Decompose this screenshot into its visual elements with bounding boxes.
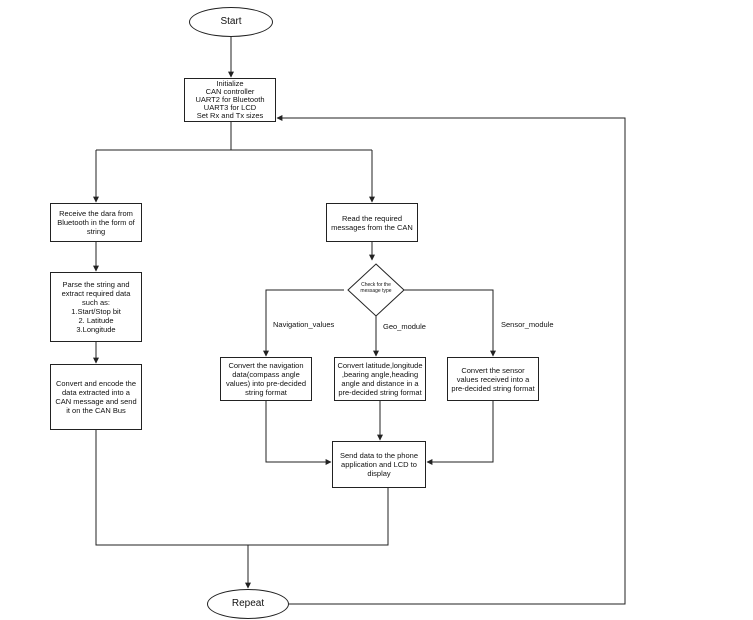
send-line: Send data to the phone <box>340 451 418 460</box>
convert-navigation-box: Convert the navigation data(compass angl… <box>220 357 312 401</box>
parse-line: 3.Longitude <box>76 325 116 334</box>
edge-check-nav <box>263 289 344 357</box>
geo-line: pre-decided string format <box>338 388 422 397</box>
geo-line: angle and distance in a <box>341 379 419 388</box>
receive-bluetooth-box: Receive the dara from Bluetooth in the f… <box>50 203 142 242</box>
label-navigation-values: Navigation_values <box>273 320 335 329</box>
check-line: Check for the <box>361 282 391 288</box>
repeat-node: Repeat <box>207 589 289 619</box>
nav-line: values) into pre-decided <box>225 379 307 388</box>
edge-check-sensor <box>404 289 496 357</box>
check-line: message type <box>360 287 392 294</box>
decision-diamond <box>347 263 405 317</box>
nav-line: Convert the navigation <box>228 361 304 370</box>
geo-line: Convert latitude,longitude <box>337 361 423 370</box>
geo-line: ,bearing angle,heading <box>341 370 419 379</box>
send-line: application and LCD to <box>341 460 417 469</box>
init-line: UART2 for Bluetooth <box>195 95 265 105</box>
init-line: Initialize <box>216 79 244 89</box>
receive-line: Bluetooth in the form of <box>57 218 135 227</box>
send-line: display <box>367 469 391 478</box>
encode-line: CAN message and send <box>55 397 137 406</box>
init-line: CAN controller <box>205 87 255 97</box>
sensor-line: Convert the sensor <box>461 365 525 375</box>
edge-nav-send <box>265 401 332 465</box>
check-message-type: Check for the message type <box>350 282 402 295</box>
start-node: Start <box>189 7 273 37</box>
edge-send-merge <box>248 488 389 546</box>
parse-string-box: Parse the string and extract required da… <box>50 272 142 342</box>
convert-geo-box: Convert latitude,longitude ,bearing angl… <box>334 357 426 401</box>
sensor-line: values received into a <box>456 374 530 384</box>
edge-repeat-loop <box>276 115 626 605</box>
nav-line: data(compass angle <box>232 370 300 379</box>
label-geo-module: Geo_module <box>383 322 426 331</box>
parse-line: Parse the string and <box>62 280 130 289</box>
initialize-box: Initialize CAN controller UART2 for Blue… <box>184 78 276 122</box>
edge-sensor-send <box>426 401 494 465</box>
parse-line: 2. Latitude <box>78 316 114 325</box>
read-line: Read the required <box>341 213 403 223</box>
parse-line: 1.Start/Stop bit <box>71 307 121 316</box>
init-line: Set Rx and Tx sizes <box>196 110 264 120</box>
receive-line: string <box>86 227 106 236</box>
edge-encode-merge <box>95 430 248 546</box>
parse-line: such as: <box>82 298 110 307</box>
convert-sensor-box: Convert the sensor values received into … <box>447 357 539 401</box>
init-line: UART3 for LCD <box>203 102 257 112</box>
encode-line: data extracted into a <box>62 388 130 397</box>
parse-line: extract required data <box>61 289 131 298</box>
read-line: messages from the CAN <box>331 222 413 232</box>
send-data-box: Send data to the phone application and L… <box>332 441 426 488</box>
nav-line: string format <box>245 388 287 397</box>
receive-line: Receive the dara from <box>59 209 133 218</box>
encode-line: it on the CAN Bus <box>66 406 126 415</box>
label-sensor-module: Sensor_module <box>501 320 554 329</box>
encode-line: Convert and encode the <box>55 379 137 388</box>
sensor-line: pre-decided string format <box>451 383 535 393</box>
read-messages-box: Read the required messages from the CAN <box>326 203 418 242</box>
encode-can-box: Convert and encode the data extracted in… <box>50 364 142 430</box>
